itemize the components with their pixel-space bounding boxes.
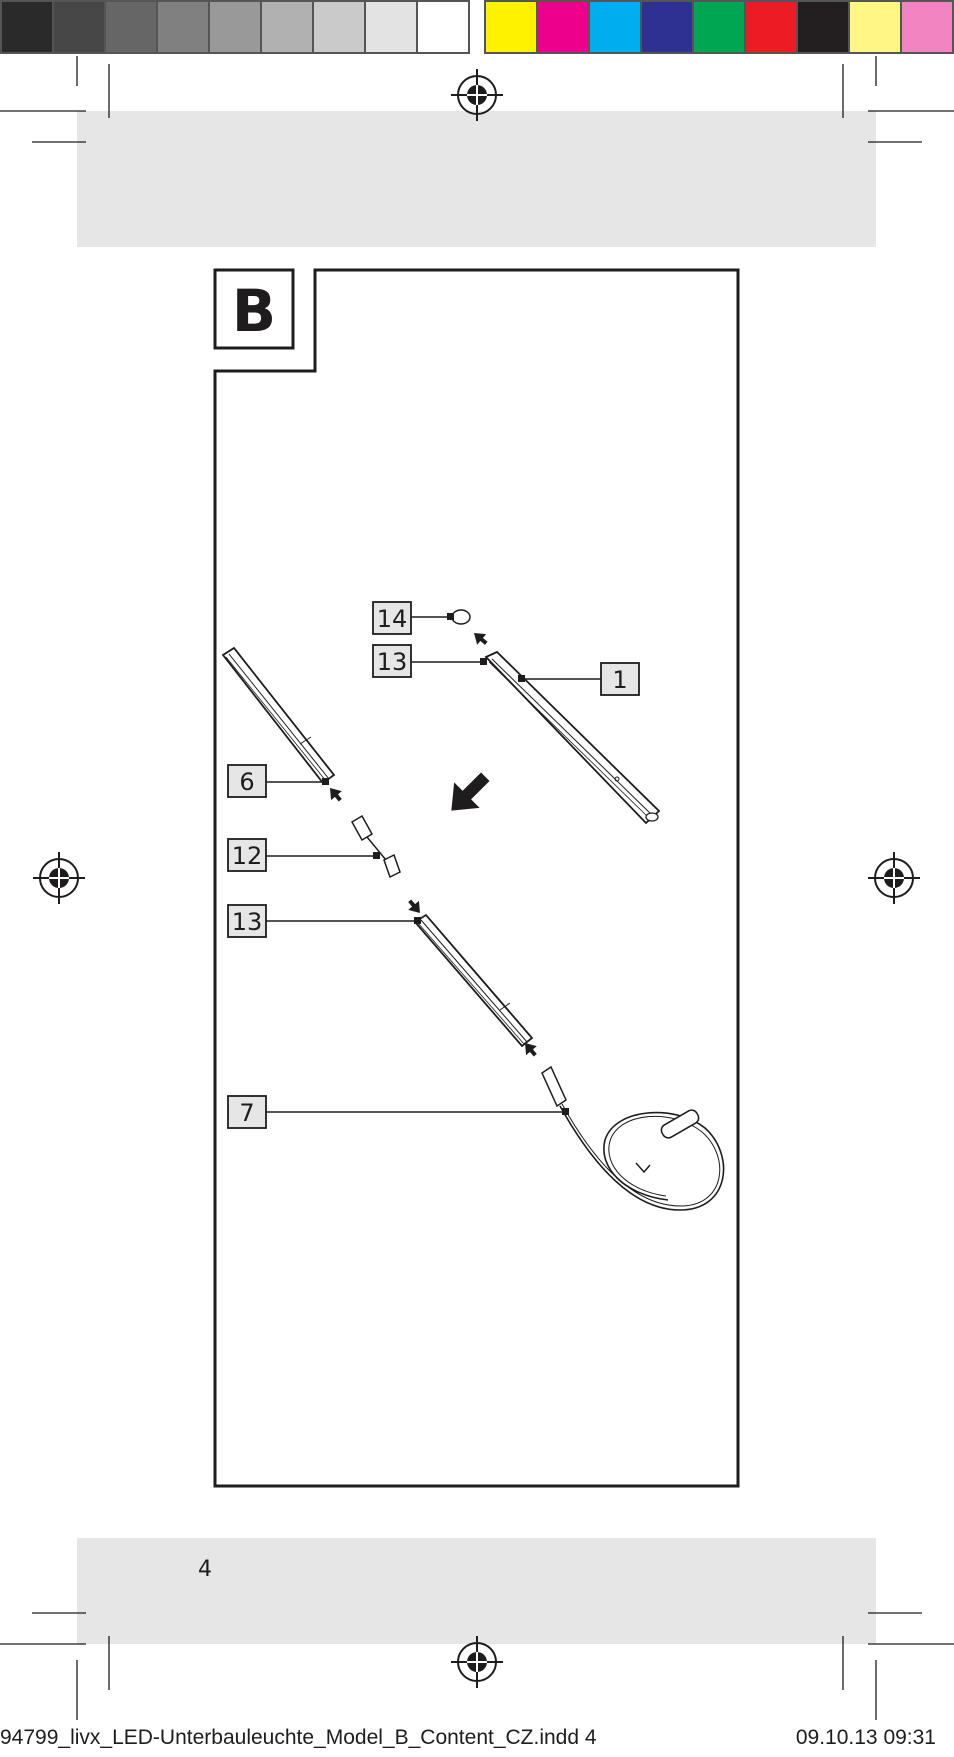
arrow-up-left-cap	[474, 633, 488, 645]
led-light-bar-13	[413, 913, 534, 1048]
figure-label: B	[232, 277, 276, 345]
callout-6: 6	[227, 764, 267, 798]
callout-1-label: 1	[612, 666, 627, 694]
arrow-down-right-bar13	[408, 899, 420, 913]
color-calibration-bar	[484, 0, 954, 54]
callout-13-mid-label: 13	[232, 908, 263, 936]
gray-swatch	[158, 2, 208, 52]
page-number: 4	[198, 1557, 212, 1582]
figure-label-box	[213, 268, 295, 350]
callout-14: 14	[372, 601, 412, 635]
registration-mark-right	[868, 852, 920, 904]
gray-swatch	[366, 2, 416, 52]
arrow-up-left-power	[525, 1043, 537, 1057]
color-swatch	[538, 2, 588, 52]
header-gray-panel	[77, 111, 876, 247]
gray-swatch	[54, 2, 104, 52]
print-slug-timestamp: 09.10.13 09:31	[795, 1726, 936, 1749]
callout-12-label: 12	[232, 842, 263, 870]
big-arrow-down-left	[451, 772, 490, 811]
color-swatch	[746, 2, 796, 52]
connector-cable-12	[350, 814, 401, 879]
gray-swatch	[2, 2, 52, 52]
gray-swatch	[106, 2, 156, 52]
arrow-up-left-bar6	[330, 788, 342, 802]
callout-7: 7	[227, 1095, 267, 1129]
color-swatch	[694, 2, 744, 52]
end-cap-14	[451, 609, 471, 625]
callout-leaders	[266, 613, 601, 1115]
gray-swatch	[314, 2, 364, 52]
registration-mark-top	[451, 69, 503, 121]
gray-swatch	[418, 2, 468, 52]
power-cable-7	[541, 1065, 725, 1211]
led-light-bar-6	[221, 646, 336, 785]
color-swatch	[902, 2, 952, 52]
grayscale-calibration-bar	[0, 0, 470, 54]
callout-6-label: 6	[239, 768, 254, 796]
gray-swatch	[262, 2, 312, 52]
callout-12: 12	[227, 838, 267, 872]
callout-13-top-label: 13	[377, 648, 408, 676]
registration-mark-bottom	[451, 1636, 503, 1688]
callout-1: 1	[600, 662, 640, 696]
gray-swatch	[210, 2, 260, 52]
led-light-bar-1	[484, 650, 661, 825]
color-swatch	[590, 2, 640, 52]
registration-mark-left	[33, 852, 85, 904]
callout-13-top: 13	[372, 644, 412, 678]
color-swatch	[642, 2, 692, 52]
figure-frame	[213, 268, 740, 1488]
color-swatch	[798, 2, 848, 52]
direction-arrows	[330, 633, 537, 1057]
callout-13-mid: 13	[227, 904, 267, 938]
color-swatch	[850, 2, 900, 52]
crop-marks	[0, 56, 954, 1720]
footer-gray-panel	[77, 1538, 876, 1644]
callout-7-label: 7	[239, 1099, 254, 1127]
callout-14-label: 14	[377, 605, 408, 633]
color-swatch	[486, 2, 536, 52]
print-slug-filename: 94799_livx_LED-Unterbauleuchte_Model_B_C…	[0, 1726, 597, 1749]
